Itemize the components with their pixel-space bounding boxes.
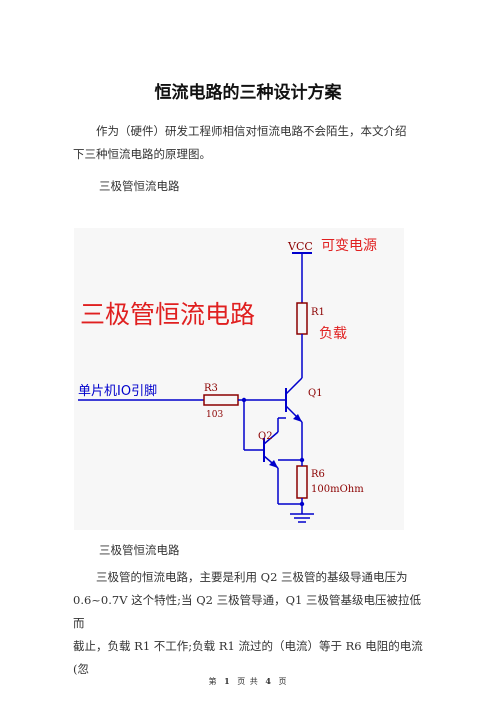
figure-background	[74, 228, 404, 530]
r1-label: R1	[311, 307, 325, 318]
intro-line: 作为（硬件）研发工程师相信对恒流电路不会陌生，本文介绍	[96, 124, 407, 138]
body-line: 三极管的恒流电路，主要是利用 Q2 三极管的基级导通电压为	[96, 570, 408, 584]
q2-collector	[263, 431, 279, 445]
diagram-big-label: 三极管恒流电路	[80, 300, 255, 329]
junction	[299, 501, 305, 507]
section-heading: 三极管恒流电路	[99, 179, 180, 193]
circuit-diagram: VCC 可变电源 R1 负载 三极管恒流电路 单片机IO引脚 R3 103 Q1	[74, 228, 404, 530]
r3-value: 103	[206, 410, 223, 420]
document-title: 恒流电路的三种设计方案	[154, 83, 342, 103]
r6-value: 100mOhm	[311, 484, 364, 495]
q2-arrow	[269, 460, 278, 468]
load-label: 负载	[319, 326, 347, 342]
intro-paragraph: 作为（硬件）研发工程师相信对恒流电路不会陌生，本文介绍 下三种恒流电路的原理图。	[73, 120, 425, 166]
intro-line: 下三种恒流电路的原理图。	[73, 147, 211, 161]
r6-label: R6	[311, 469, 325, 480]
vcc-label: VCC	[287, 240, 313, 253]
page-footer: 第 1 页 共 4 页	[0, 676, 496, 687]
mcu-pin-label: 单片机IO引脚	[78, 383, 157, 399]
body-paragraph: 三极管的恒流电路，主要是利用 Q2 三极管的基级导通电压为 0.6~0.7V 这…	[73, 566, 425, 681]
footer-total-pages: 4	[265, 676, 272, 686]
footer-suffix: 页	[278, 677, 288, 686]
footer-middle: 页 共	[237, 677, 259, 686]
r3-label: R3	[204, 383, 218, 394]
body-line: 0.6~0.7V 这个特性;当 Q2 三极管导通，Q1 三极管基级电压被拉低而	[73, 593, 422, 630]
vcc-note: 可变电源	[321, 238, 377, 254]
footer-prefix: 第	[208, 677, 218, 686]
q2-label: Q2	[258, 431, 273, 442]
q1-label: Q1	[308, 388, 323, 399]
q1-collector	[285, 377, 303, 395]
q1-arrow	[293, 414, 302, 422]
footer-page-number: 1	[224, 676, 231, 686]
figure-caption: 三极管恒流电路	[99, 543, 180, 557]
body-line: 截止，负载 R1 不工作;负载 R1 流过的（电流）等于 R6 电阻的电流(忽	[73, 639, 423, 676]
